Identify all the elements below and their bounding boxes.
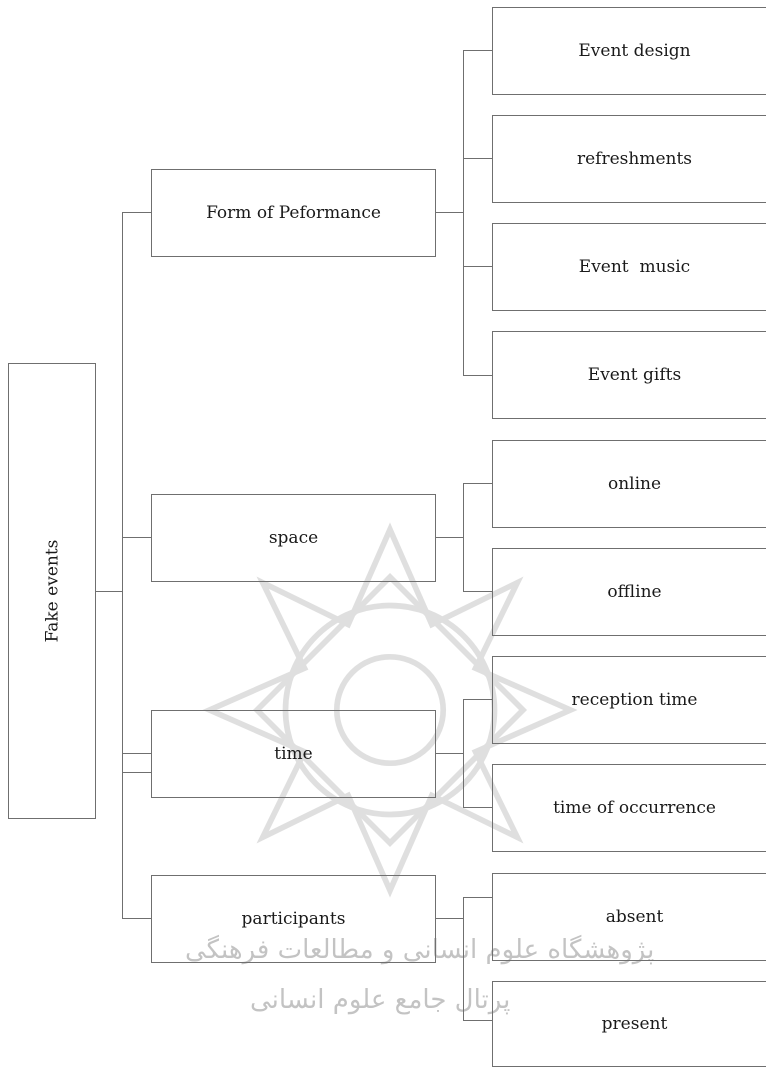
branch-label: space: [268, 528, 319, 548]
watermark-text-2: پرتال جامع علوم انسانی: [250, 985, 511, 1015]
connector: [463, 699, 464, 807]
leaf-label: Event gifts: [587, 365, 682, 385]
leaf-label: Event design: [578, 41, 691, 61]
connector: [436, 537, 464, 538]
leaf-node-event-design: Event design: [492, 7, 766, 95]
connector: [463, 266, 492, 267]
leaf-node-event-gifts: Event gifts: [492, 331, 766, 419]
watermark-rosette-icon: [202, 522, 578, 898]
connector: [463, 1020, 492, 1021]
connector: [463, 591, 492, 592]
branch-node-form-of-performance: Form of Peformance: [151, 169, 436, 257]
leaf-label: reception time: [571, 690, 698, 710]
connector: [436, 753, 464, 754]
connector: [122, 212, 151, 213]
connector: [436, 212, 464, 213]
connector: [122, 772, 151, 773]
connector: [463, 375, 492, 376]
branch-node-space: space: [151, 494, 436, 582]
leaf-label: refreshments: [576, 149, 693, 169]
connector: [96, 591, 123, 592]
branch-label: time: [274, 744, 313, 764]
leaf-node-time-of-occurrence: time of occurrence: [492, 764, 766, 852]
branch-label: Form of Peformance: [206, 203, 381, 223]
leaf-node-offline: offline: [492, 548, 766, 636]
leaf-label: absent: [605, 907, 664, 927]
leaf-node-refreshments: refreshments: [492, 115, 766, 203]
connector: [122, 772, 123, 918]
leaf-label: present: [601, 1014, 668, 1034]
connector: [122, 918, 151, 919]
branch-label: participants: [241, 909, 346, 929]
connector: [463, 897, 464, 1020]
leaf-node-online: online: [492, 440, 766, 528]
connector: [463, 50, 492, 51]
branch-node-time: time: [151, 710, 436, 798]
connector: [122, 537, 151, 538]
leaf-node-present: present: [492, 981, 766, 1067]
connector: [122, 753, 151, 754]
leaf-label: online: [607, 474, 662, 494]
branch-node-participants: participants: [151, 875, 436, 963]
connector: [463, 483, 492, 484]
leaf-node-reception-time: reception time: [492, 656, 766, 744]
leaf-label: Event music: [578, 257, 691, 277]
connector: [463, 50, 464, 375]
connector: [463, 807, 492, 808]
connector: [436, 918, 464, 919]
root-node: Fake events: [8, 363, 96, 819]
leaf-label: offline: [607, 582, 662, 602]
connector: [463, 158, 492, 159]
connector: [463, 699, 492, 700]
leaf-label: time of occurrence: [553, 798, 716, 818]
connector: [122, 212, 123, 772]
connector: [463, 897, 492, 898]
root-label: Fake events: [42, 539, 62, 643]
connector: [463, 483, 464, 592]
leaf-node-event-music: Event music: [492, 223, 766, 311]
leaf-node-absent: absent: [492, 873, 766, 961]
